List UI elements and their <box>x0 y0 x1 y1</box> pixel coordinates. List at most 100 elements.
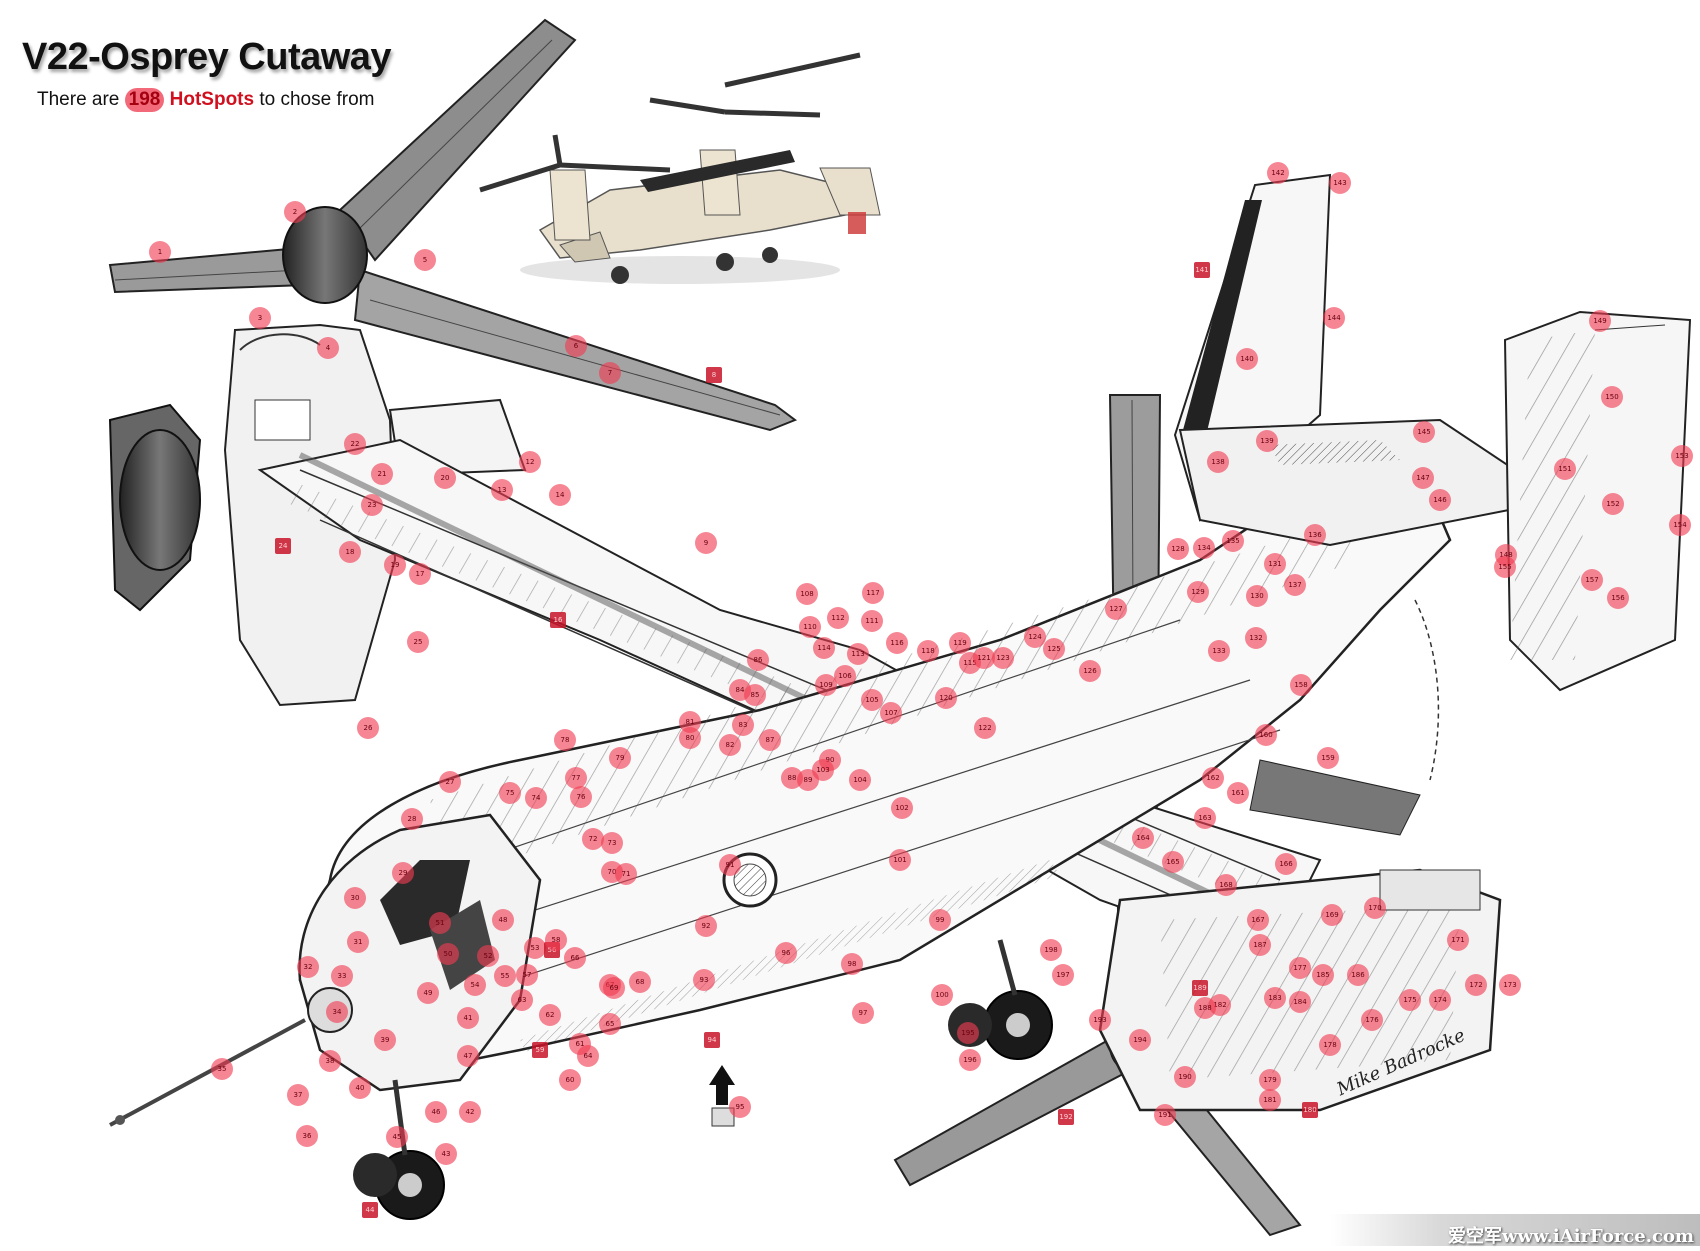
hotspot-128[interactable]: 128 <box>1167 538 1189 560</box>
hotspot-122[interactable]: 122 <box>974 717 996 739</box>
hotspot-64[interactable]: 64 <box>577 1045 599 1067</box>
hotspot-42[interactable]: 42 <box>459 1101 481 1123</box>
hotspot-139[interactable]: 139 <box>1256 430 1278 452</box>
hotspot-96[interactable]: 96 <box>775 942 797 964</box>
hotspot-101[interactable]: 101 <box>889 849 911 871</box>
hotspot-66[interactable]: 66 <box>564 947 586 969</box>
hotspot-37[interactable]: 37 <box>287 1084 309 1106</box>
hotspot-144[interactable]: 144 <box>1323 307 1345 329</box>
hotspot-150[interactable]: 150 <box>1601 386 1623 408</box>
hotspot-59[interactable]: 59 <box>532 1042 548 1058</box>
hotspot-108[interactable]: 108 <box>796 583 818 605</box>
hotspot-130[interactable]: 130 <box>1246 585 1268 607</box>
hotspot-198[interactable]: 198 <box>1040 939 1062 961</box>
hotspot-131[interactable]: 131 <box>1264 553 1286 575</box>
hotspot-71[interactable]: 71 <box>615 863 637 885</box>
hotspot-18[interactable]: 18 <box>339 541 361 563</box>
hotspot-19[interactable]: 19 <box>384 554 406 576</box>
hotspot-26[interactable]: 26 <box>357 717 379 739</box>
hotspot-153[interactable]: 153 <box>1671 445 1693 467</box>
hotspot-52[interactable]: 52 <box>477 945 499 967</box>
hotspot-166[interactable]: 166 <box>1275 853 1297 875</box>
hotspot-129[interactable]: 129 <box>1187 581 1209 603</box>
hotspot-73[interactable]: 73 <box>601 832 623 854</box>
hotspot-98[interactable]: 98 <box>841 953 863 975</box>
hotspot-188[interactable]: 188 <box>1194 997 1216 1019</box>
hotspot-170[interactable]: 170 <box>1364 897 1386 919</box>
hotspot-125[interactable]: 125 <box>1043 638 1065 660</box>
hotspot-95[interactable]: 95 <box>729 1096 751 1118</box>
hotspot-132[interactable]: 132 <box>1245 627 1267 649</box>
hotspot-13[interactable]: 13 <box>491 479 513 501</box>
hotspot-65[interactable]: 65 <box>599 1013 621 1035</box>
hotspot-140[interactable]: 140 <box>1236 348 1258 370</box>
hotspot-85[interactable]: 85 <box>744 684 766 706</box>
hotspot-104[interactable]: 104 <box>849 769 871 791</box>
hotspot-168[interactable]: 168 <box>1215 874 1237 896</box>
hotspot-116[interactable]: 116 <box>886 632 908 654</box>
hotspot-31[interactable]: 31 <box>347 931 369 953</box>
hotspot-175[interactable]: 175 <box>1399 989 1421 1011</box>
hotspot-126[interactable]: 126 <box>1079 660 1101 682</box>
hotspot-181[interactable]: 181 <box>1259 1089 1281 1111</box>
hotspot-82[interactable]: 82 <box>719 734 741 756</box>
hotspot-39[interactable]: 39 <box>374 1029 396 1051</box>
hotspot-97[interactable]: 97 <box>852 1002 874 1024</box>
hotspot-145[interactable]: 145 <box>1413 421 1435 443</box>
hotspot-106[interactable]: 106 <box>834 665 856 687</box>
hotspot-27[interactable]: 27 <box>439 771 461 793</box>
hotspot-157[interactable]: 157 <box>1581 569 1603 591</box>
hotspot-33[interactable]: 33 <box>331 965 353 987</box>
hotspot-72[interactable]: 72 <box>582 828 604 850</box>
hotspot-164[interactable]: 164 <box>1132 827 1154 849</box>
hotspot-38[interactable]: 38 <box>319 1050 341 1072</box>
hotspot-78[interactable]: 78 <box>554 729 576 751</box>
hotspot-174[interactable]: 174 <box>1429 989 1451 1011</box>
hotspot-68[interactable]: 68 <box>629 971 651 993</box>
hotspot-185[interactable]: 185 <box>1312 964 1334 986</box>
hotspot-28[interactable]: 28 <box>401 808 423 830</box>
hotspot-177[interactable]: 177 <box>1289 957 1311 979</box>
hotspot-60[interactable]: 60 <box>559 1069 581 1091</box>
hotspot-63[interactable]: 63 <box>511 989 533 1011</box>
hotspot-103[interactable]: 103 <box>812 759 834 781</box>
hotspot-23[interactable]: 23 <box>361 494 383 516</box>
hotspot-24[interactable]: 24 <box>275 538 291 554</box>
hotspot-169[interactable]: 169 <box>1321 904 1343 926</box>
hotspot-54[interactable]: 54 <box>464 974 486 996</box>
hotspot-92[interactable]: 92 <box>695 915 717 937</box>
hotspot-171[interactable]: 171 <box>1447 929 1469 951</box>
hotspot-50[interactable]: 50 <box>437 943 459 965</box>
hotspot-22[interactable]: 22 <box>344 433 366 455</box>
hotspot-121[interactable]: 121 <box>973 647 995 669</box>
hotspot-149[interactable]: 149 <box>1589 310 1611 332</box>
hotspot-167[interactable]: 167 <box>1247 909 1269 931</box>
hotspot-113[interactable]: 113 <box>847 643 869 665</box>
hotspot-51[interactable]: 51 <box>429 912 451 934</box>
hotspot-195[interactable]: 195 <box>957 1022 979 1044</box>
hotspot-134[interactable]: 134 <box>1193 537 1215 559</box>
hotspot-109[interactable]: 109 <box>815 674 837 696</box>
hotspot-127[interactable]: 127 <box>1105 598 1127 620</box>
hotspot-93[interactable]: 93 <box>693 969 715 991</box>
hotspot-180[interactable]: 180 <box>1302 1102 1318 1118</box>
hotspot-173[interactable]: 173 <box>1499 974 1521 996</box>
hotspot-141[interactable]: 141 <box>1194 262 1210 278</box>
hotspot-184[interactable]: 184 <box>1289 991 1311 1013</box>
hotspot-102[interactable]: 102 <box>891 797 913 819</box>
hotspot-124[interactable]: 124 <box>1024 626 1046 648</box>
hotspot-30[interactable]: 30 <box>344 887 366 909</box>
hotspot-118[interactable]: 118 <box>917 640 939 662</box>
hotspot-2[interactable]: 2 <box>284 201 306 223</box>
hotspot-29[interactable]: 29 <box>392 862 414 884</box>
hotspot-40[interactable]: 40 <box>349 1077 371 1099</box>
hotspot-105[interactable]: 105 <box>861 689 883 711</box>
hotspot-191[interactable]: 191 <box>1154 1104 1176 1126</box>
hotspot-194[interactable]: 194 <box>1129 1029 1151 1051</box>
hotspot-3[interactable]: 3 <box>249 307 271 329</box>
hotspot-161[interactable]: 161 <box>1227 782 1249 804</box>
hotspot-110[interactable]: 110 <box>799 616 821 638</box>
hotspot-69[interactable]: 69 <box>603 977 625 999</box>
hotspot-158[interactable]: 158 <box>1290 674 1312 696</box>
hotspot-36[interactable]: 36 <box>296 1125 318 1147</box>
